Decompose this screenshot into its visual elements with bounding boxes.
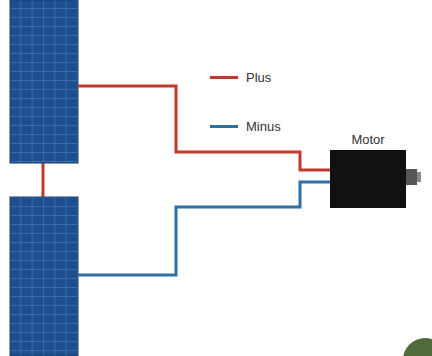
motor-box: Motor: [330, 132, 406, 208]
motor-body: [330, 150, 406, 208]
plus-wire: [78, 86, 332, 170]
motor-shaft: [417, 172, 421, 182]
motor-label: Motor: [330, 132, 406, 147]
minus-wire: [78, 182, 332, 275]
legend-entry: Minus: [210, 119, 281, 134]
motor-shaft: [405, 169, 417, 185]
legend-text: Minus: [246, 119, 281, 134]
legend-line: [210, 76, 238, 79]
solar-panel: [10, 0, 78, 163]
panel-link-wire: [42, 163, 45, 197]
legend-line: [210, 125, 238, 128]
solar-panel: [10, 197, 78, 356]
legend-entry: Plus: [210, 70, 271, 85]
legend-text: Plus: [246, 70, 271, 85]
wheel-edge: [403, 338, 432, 356]
